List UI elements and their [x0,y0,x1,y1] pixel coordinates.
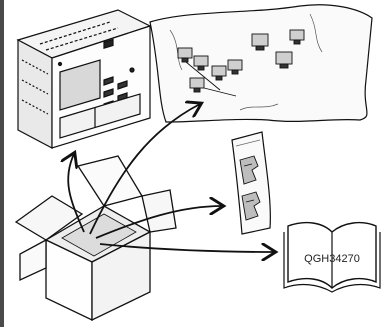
terminal-connectors-bag [149,4,373,123]
mounting-clips-bag [231,131,271,235]
arrow-to-clips [95,206,222,239]
shipping-box [14,155,177,322]
arrow-to-manual [99,244,274,252]
margin-bar [0,0,4,327]
arrow-to-connectors [89,104,200,235]
instruction-manual: QGH34270 [283,221,381,293]
arrow-to-device [68,154,85,233]
manual-code-label: QGH34270 [304,253,360,265]
arrows [68,104,274,252]
meter-device [16,9,152,149]
